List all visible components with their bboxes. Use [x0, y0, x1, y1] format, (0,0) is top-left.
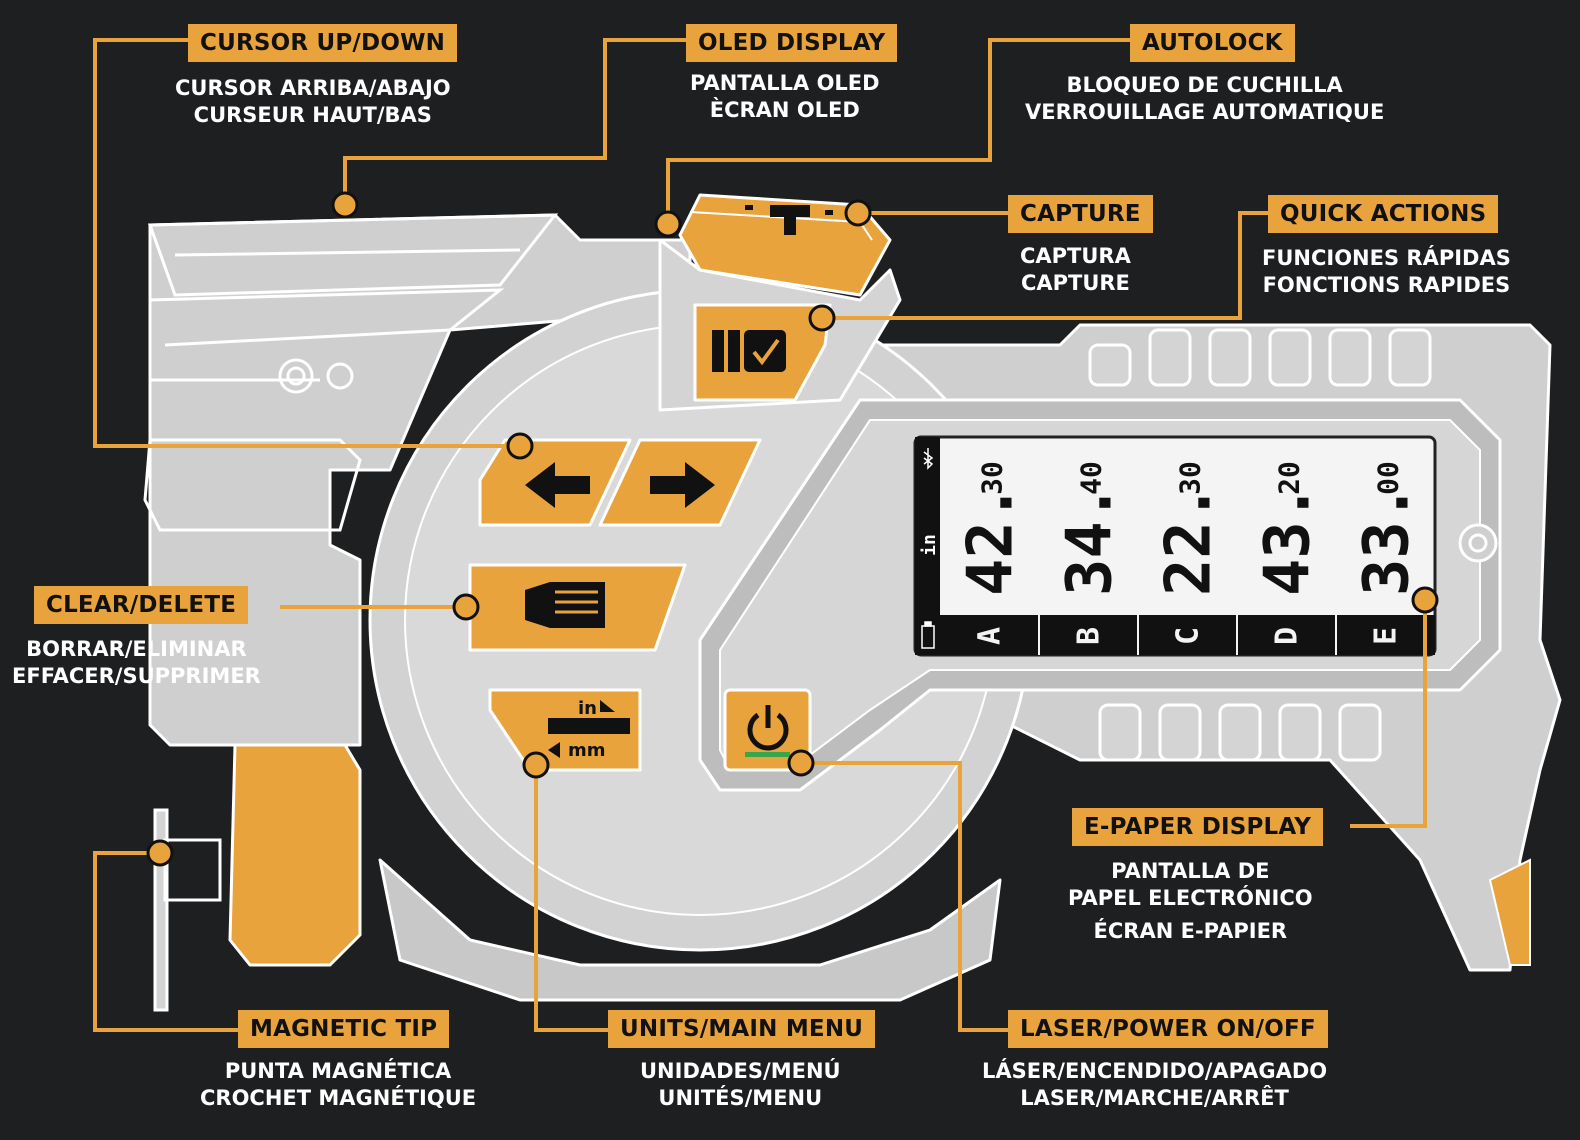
arrow-left-icon	[525, 462, 590, 508]
battery-icon	[921, 621, 935, 649]
body-accent	[1488, 858, 1531, 966]
cursor-left-button[interactable]	[478, 438, 632, 527]
capture-icon	[745, 205, 833, 235]
arrow-right-icon	[650, 462, 715, 508]
quick-actions-icon	[712, 330, 786, 372]
oled-display-title: OLED DISPLAY	[686, 24, 898, 62]
quick-actions-button[interactable]	[693, 303, 832, 402]
slot-label: D	[1270, 627, 1305, 645]
measurement-fraction: 30	[976, 461, 1009, 495]
screw-icon	[1458, 523, 1498, 563]
power-button[interactable]	[723, 688, 812, 772]
units-main-menu-title: UNITS/MAIN MENU	[608, 1010, 876, 1048]
leader-dots	[146, 191, 1439, 867]
measurement-fraction: 30	[1174, 461, 1207, 495]
ruler-icon	[548, 718, 630, 734]
clear-delete-button[interactable]	[468, 563, 687, 652]
grip-ribs-bottom	[1098, 703, 1382, 762]
clear-delete-title: CLEAR/DELETE	[34, 586, 249, 624]
units-bottom-label: mm	[568, 740, 606, 761]
measurement-value: 42.	[954, 484, 1027, 596]
bluetooth-icon	[923, 448, 934, 470]
cursor-right-button[interactable]	[598, 438, 762, 527]
quick-actions-title: QUICK ACTIONS	[1268, 195, 1499, 233]
measurement-value: 33.	[1350, 484, 1423, 596]
slot-label: E	[1369, 627, 1404, 645]
magnetic-tip-title: MAGNETIC TIP	[238, 1010, 450, 1048]
laser-power-title: LASER/POWER ON/OFF	[1008, 1010, 1328, 1048]
delete-icon	[525, 582, 605, 628]
measurement-value: 34.	[1053, 484, 1126, 596]
slot-label: B	[1072, 627, 1107, 645]
epaper-display-title: E-PAPER DISPLAY	[1072, 808, 1324, 846]
epaper-screen	[913, 435, 1437, 657]
autolock-title: AUTOLOCK	[1130, 24, 1295, 62]
measurement-fraction: 20	[1273, 461, 1306, 495]
screen-unit-label: in	[919, 534, 940, 556]
measurement-fraction: 40	[1075, 461, 1108, 495]
cursor-up-down-title: CURSOR UP/DOWN	[188, 24, 458, 62]
units-button[interactable]: in mm	[488, 688, 642, 772]
mounting-holes	[278, 358, 354, 394]
magnetic-tip	[153, 743, 362, 1012]
slot-label: A	[973, 627, 1008, 645]
power-icon	[747, 705, 789, 751]
measurement-value: 43.	[1251, 484, 1324, 596]
units-top-label: in	[578, 698, 597, 719]
slot-label: C	[1171, 627, 1206, 645]
grip-ribs-top	[1088, 328, 1432, 387]
measurement-value: 22.	[1152, 484, 1225, 596]
units-arrow-icon	[548, 700, 615, 758]
leader-lines	[93, 38, 1427, 1032]
capture-title: CAPTURE	[1008, 195, 1153, 233]
belt-clip	[143, 213, 559, 532]
measurement-fraction: 00	[1372, 461, 1405, 495]
